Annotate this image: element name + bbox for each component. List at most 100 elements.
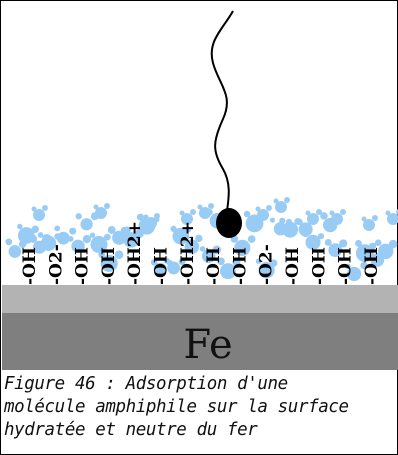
water-molecule-icon: [316, 209, 322, 215]
surface-group-label: -OH: [20, 247, 40, 285]
water-molecule-icon: [179, 210, 185, 216]
water-molecule-icon: [296, 218, 303, 226]
water-molecule-icon: [234, 239, 251, 256]
water-molecule-icon: [266, 205, 272, 211]
water-molecule-icon: [143, 214, 149, 220]
water-molecule-icon: [98, 251, 105, 258]
water-molecule-icon: [339, 239, 348, 248]
water-molecule-icon: [54, 225, 61, 232]
water-molecule-icon: [208, 203, 214, 209]
water-molecule-icon: [195, 234, 203, 243]
water-molecule-icon: [93, 204, 99, 210]
water-molecule-icon: [284, 197, 290, 203]
water-molecule-icon: [199, 207, 211, 219]
water-molecule-icon: [33, 209, 45, 221]
water-molecule-icon: [387, 213, 398, 225]
water-molecule-icon: [317, 233, 325, 240]
surface-groups: -OH-O2--OH-OH-OH2+-OH-OH2+-OH-OH-O2--OH-…: [20, 221, 382, 285]
water-molecule-icon: [103, 233, 111, 241]
water-molecule-icon: [170, 225, 177, 233]
water-molecule-icon: [82, 234, 92, 244]
water-molecule-icon: [37, 232, 44, 238]
water-molecule-icon: [307, 213, 319, 225]
surface-group-label: -OH: [204, 247, 224, 285]
water-molecule-icon: [219, 263, 236, 280]
water-molecule-icon: [298, 222, 313, 237]
oxide-layer: [2, 285, 398, 313]
water-molecule-icon: [90, 235, 108, 253]
water-molecule-icon: [190, 209, 196, 215]
water-molecule-icon: [355, 239, 362, 247]
water-molecule-icon: [247, 235, 256, 243]
water-molecule-icon: [199, 246, 206, 252]
caption-line: Figure 46 : Adsorption d'une: [4, 374, 288, 394]
water-molecule-icon: [212, 245, 222, 255]
water-molecule-icon: [100, 254, 118, 273]
water-molecule-icon: [178, 258, 186, 266]
water-molecule-icon: [31, 225, 40, 234]
surface-group-label: -OH: [283, 247, 303, 285]
water-molecule-icon: [346, 266, 362, 282]
water-molecule-icon: [17, 223, 23, 230]
water-molecule-icon: [302, 230, 309, 238]
water-molecule-icon: [95, 207, 107, 219]
water-molecule-icon: [201, 249, 216, 263]
water-molecule-icon: [56, 231, 70, 245]
water-molecule-icon: [243, 210, 251, 218]
water-molecule-icon: [67, 236, 74, 242]
water-molecule-icon: [270, 259, 278, 267]
water-molecule-icon: [120, 226, 128, 234]
water-molecule-icon: [112, 230, 127, 245]
water-molecule-icon: [181, 213, 193, 225]
figure-caption: Figure 46 : Adsorption d'une molécule am…: [4, 373, 396, 442]
water-molecule-icon: [328, 243, 343, 257]
polar-head: [216, 208, 242, 238]
surface-group-label: -OH: [230, 247, 250, 285]
water-molecule-icon: [197, 204, 203, 210]
metal-label: Fe: [183, 322, 232, 368]
water-molecule-icon: [374, 239, 382, 246]
surface-group-label: -OH: [309, 247, 329, 285]
water-molecule-icon: [75, 213, 82, 220]
surface-group-label: -OH: [73, 247, 93, 285]
water-molecule-icon: [257, 209, 269, 221]
water-molecule-icon: [29, 234, 38, 243]
water-molecule-icon: [154, 213, 160, 219]
water-molecule-icon: [369, 242, 377, 250]
water-molecule-icon: [217, 257, 225, 266]
water-molecule-icon: [366, 248, 373, 255]
water-molecule-icon: [345, 263, 351, 270]
water-molecule-icon: [107, 226, 116, 234]
water-molecule-icon: [273, 198, 279, 204]
water-molecule-icon: [372, 215, 378, 221]
surface-group-label: -O2-: [257, 244, 277, 285]
adsorption-diagram: Fe -OH-O2--OH-OH-OH2+-OH-OH2+-OH-OH-O2--…: [2, 10, 398, 370]
hydrophobic-tail: [210, 10, 234, 212]
water-molecule-icon: [255, 258, 262, 264]
water-molecule-icon: [104, 203, 110, 209]
water-molecule-icon: [305, 210, 311, 216]
water-molecule-icon: [329, 210, 335, 216]
surface-group-label: -OH: [152, 247, 172, 285]
surface-group-label: -OH2+: [178, 221, 198, 285]
surface-group-label: -OH: [99, 247, 119, 285]
caption-line: hydratée et neutre du fer: [4, 420, 258, 440]
surface-group-label: -OH: [362, 247, 382, 285]
water-molecule-icon: [305, 234, 321, 250]
water-molecule-icon: [377, 243, 394, 259]
water-molecule-icon: [153, 262, 167, 277]
surface-group-label: -O2-: [46, 244, 66, 285]
water-molecule-icon: [8, 245, 22, 258]
water-molecule-icon: [360, 261, 368, 270]
water-molecule-icon: [324, 239, 332, 246]
water-molecule-icon: [163, 257, 170, 264]
water-molecule-icon: [232, 258, 241, 267]
amphiphile-molecule-icon: [210, 10, 242, 238]
water-molecule-icon: [31, 206, 37, 212]
water-molecule-icon: [180, 234, 189, 243]
water-molecule-icon: [340, 209, 346, 215]
water-molecule-icon: [184, 239, 200, 254]
water-molecule-icon: [150, 259, 158, 266]
water-molecule-icon: [385, 210, 391, 216]
